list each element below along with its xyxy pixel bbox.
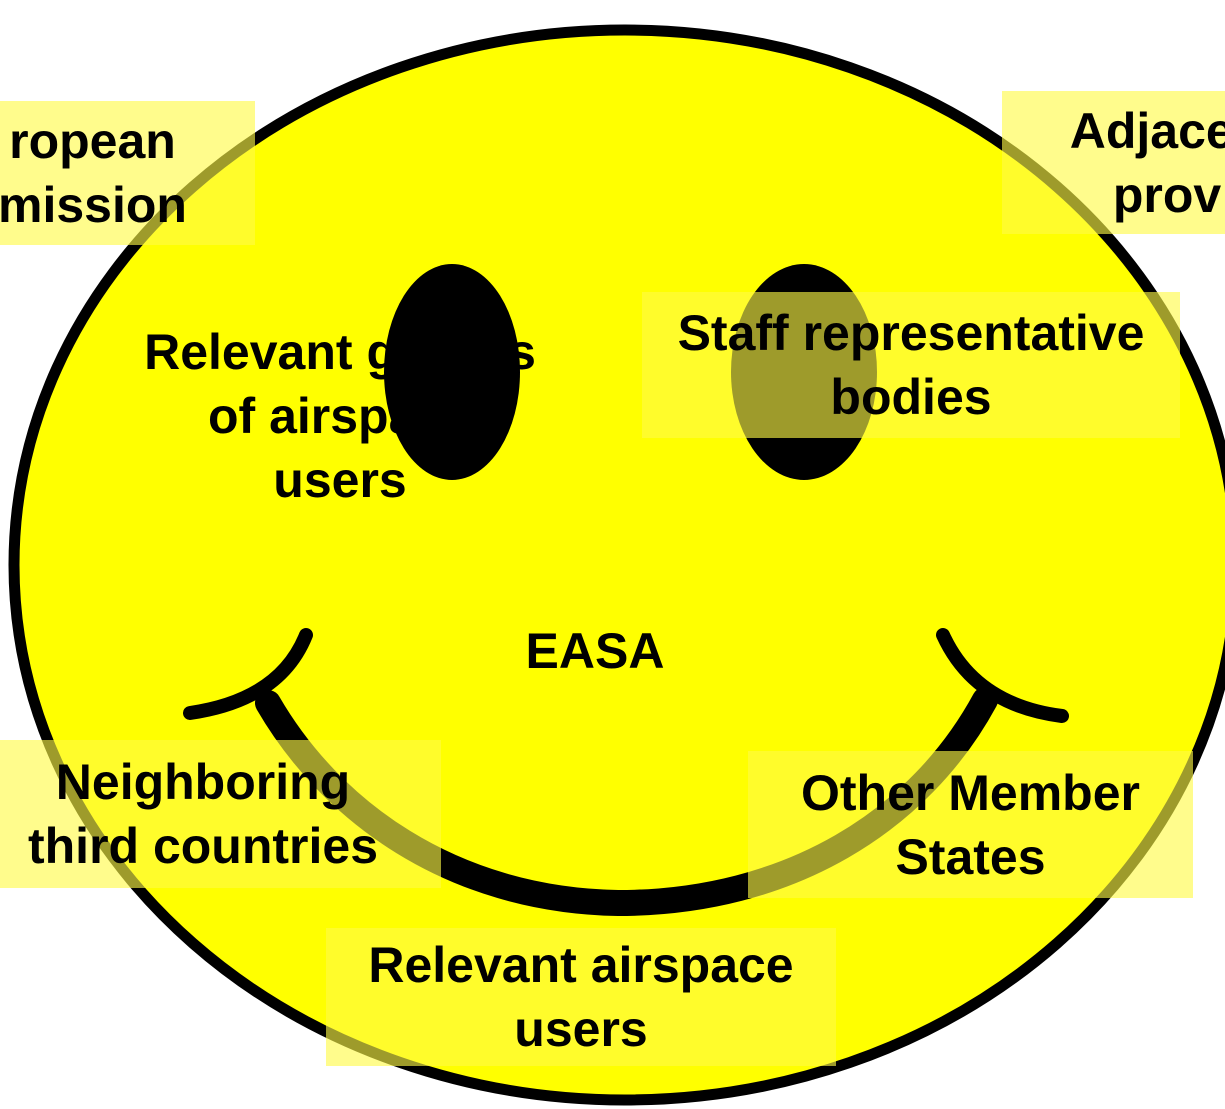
label-neighboring-third-countries: Neighboring third countries — [0, 740, 441, 888]
mouth-right-dimple — [936, 628, 1069, 723]
label-relevant-groups-of-airspace-users: Relevant groups of airspace users — [144, 324, 536, 508]
mouth-left-dimple — [183, 628, 313, 720]
left-eye — [384, 264, 520, 480]
label-relevant-airspace-users: Relevant airspace users — [326, 928, 836, 1066]
label-easa-center: EASA — [525, 623, 665, 679]
label-adjacent-providers: Adjacen prov — [1002, 91, 1225, 234]
label-european-commission: ropean mission — [0, 101, 255, 245]
label-other-member-states: Other Member States — [748, 751, 1193, 898]
label-staff-representative-bodies: Staff representative bodies — [642, 292, 1180, 438]
